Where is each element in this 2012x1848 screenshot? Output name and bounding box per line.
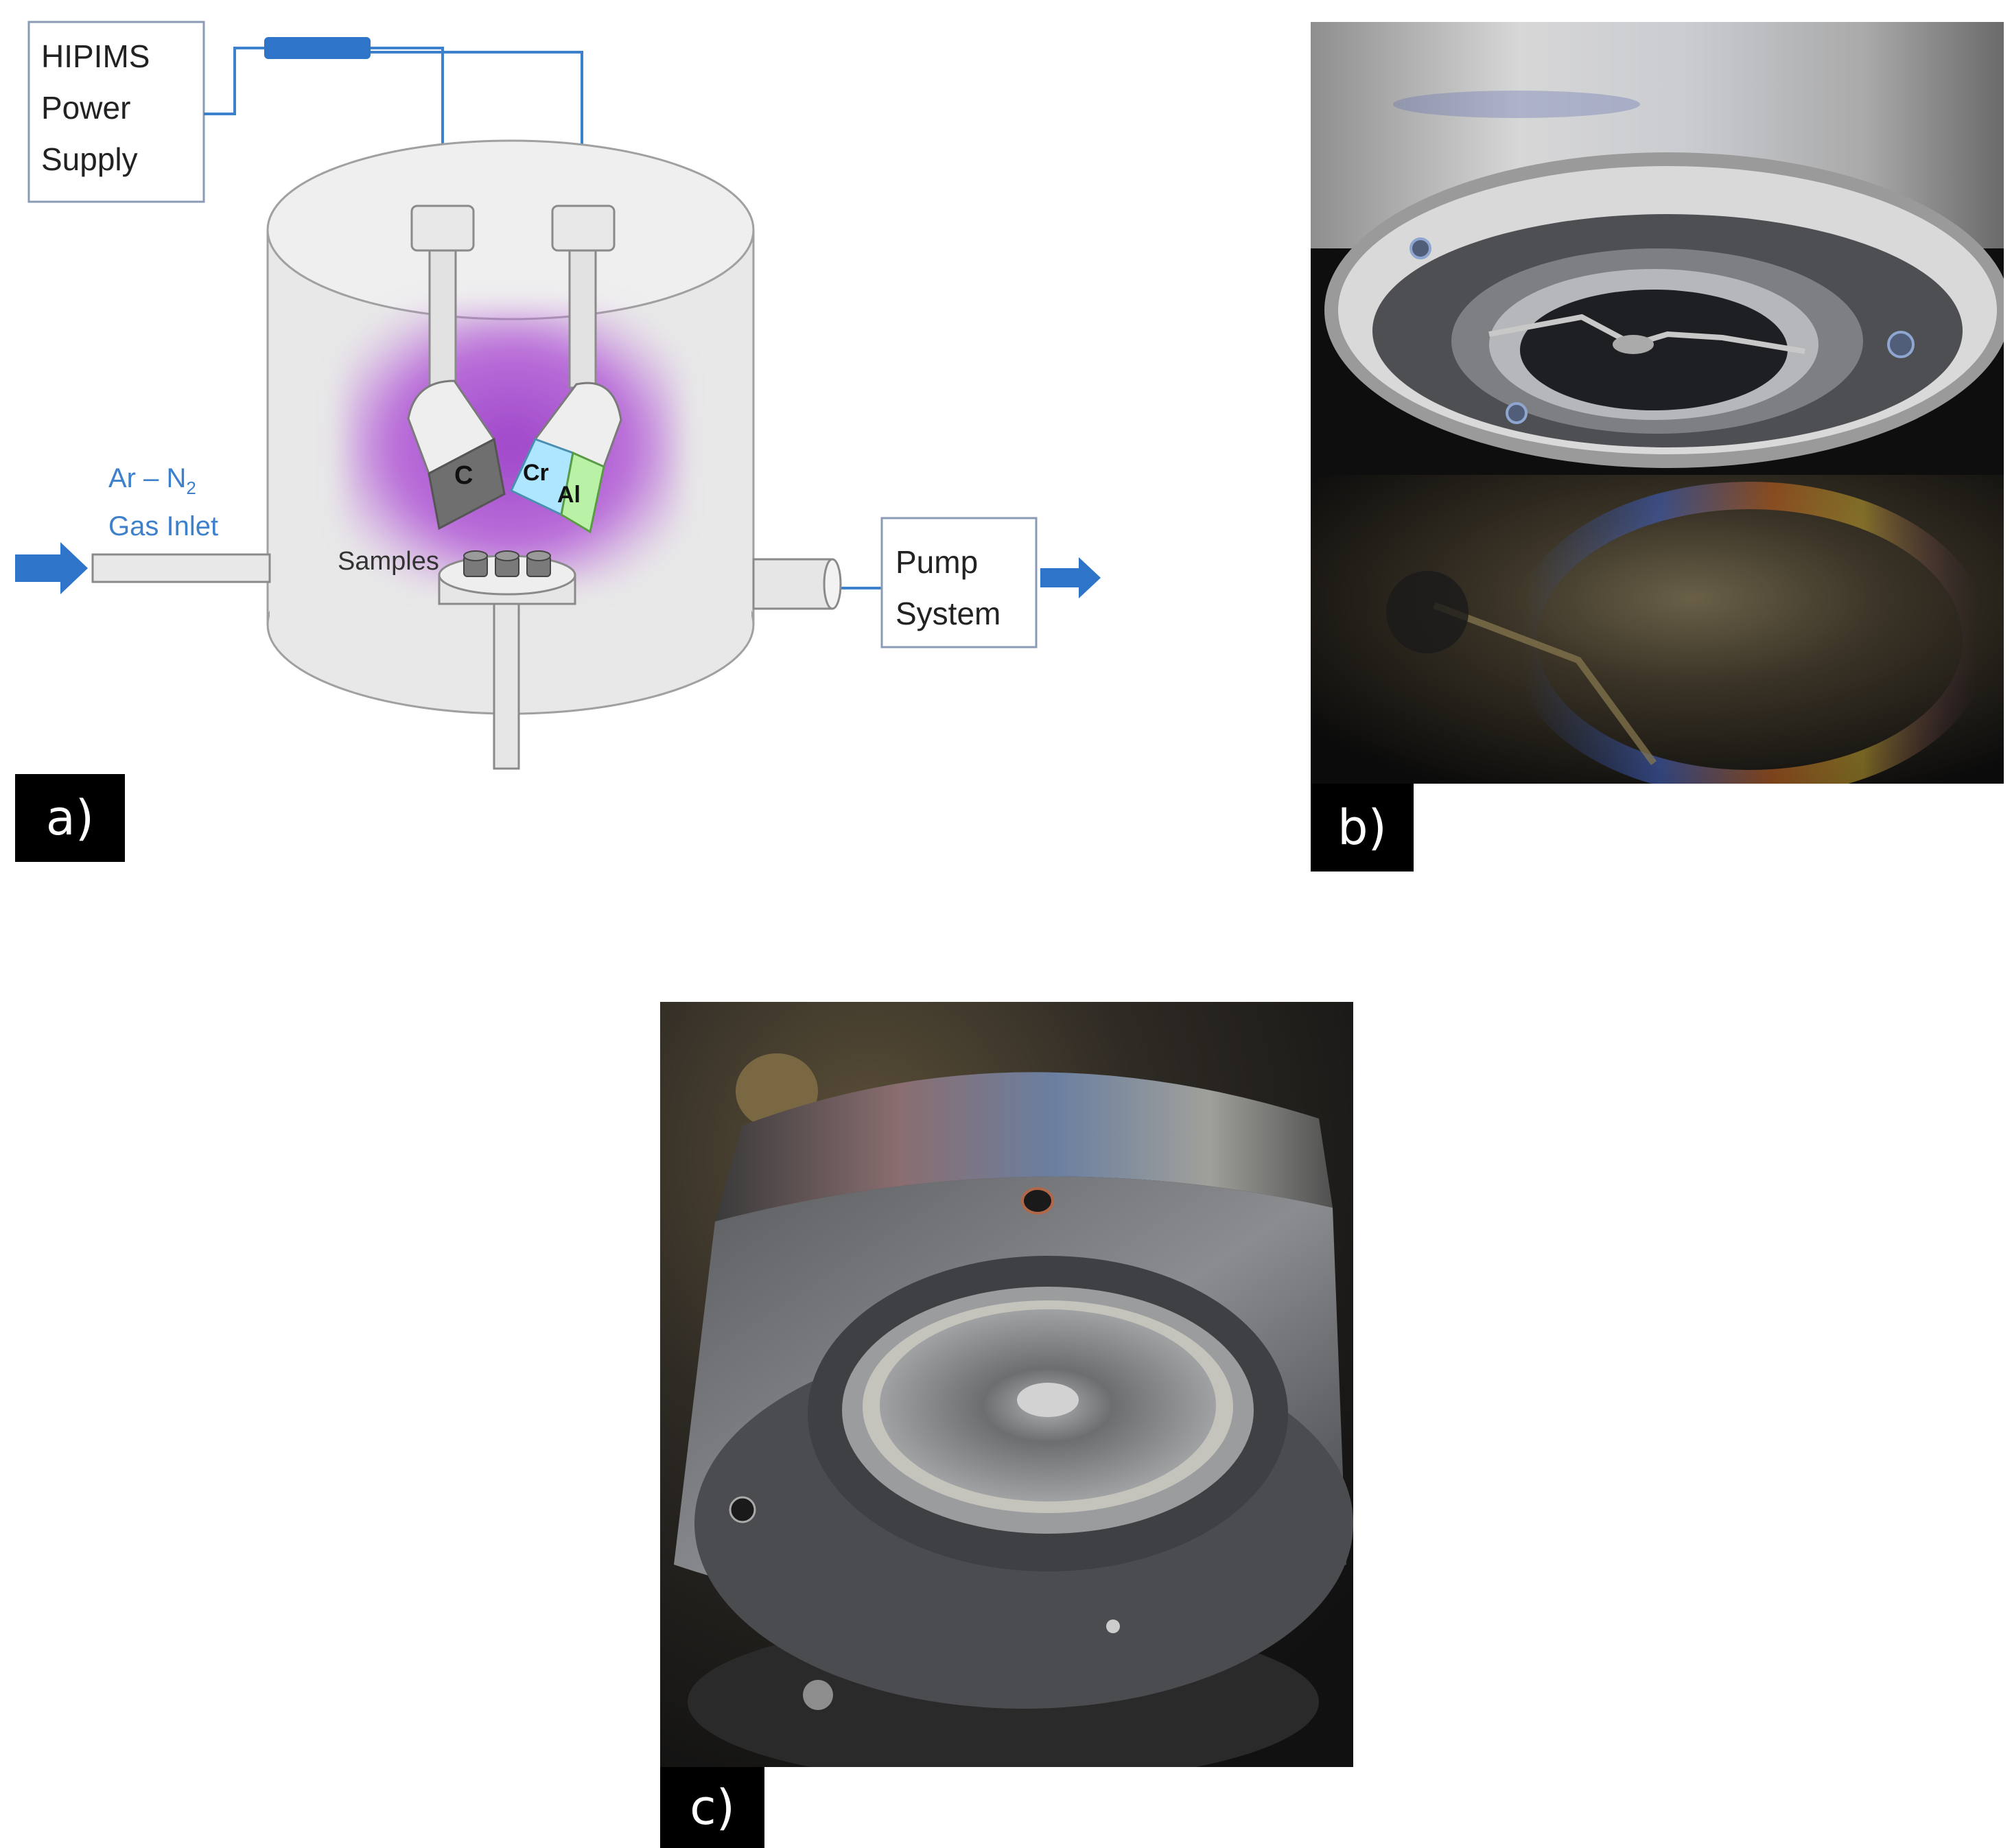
target-cr-label: Cr	[523, 460, 549, 486]
target-al-label: Al	[557, 482, 581, 508]
pump-line-2: System	[896, 596, 1001, 631]
pump-port	[752, 558, 842, 610]
cracked-target-photo	[1311, 22, 2004, 784]
gas-inlet: Ar – N2 Gas Inlet	[15, 463, 271, 594]
power-supply-line-2: Power	[41, 90, 130, 126]
sample-holder: Samples	[338, 547, 576, 770]
eroded-target-photo	[660, 1002, 1353, 1767]
sample-pucks	[463, 550, 551, 577]
outlet-arrow	[1040, 557, 1101, 598]
gas-inlet-line-2: Gas Inlet	[108, 511, 218, 541]
pump-system-box: Pump System	[880, 517, 1038, 648]
power-supply-box: HIPIMS Power Supply	[27, 21, 205, 203]
samples-label: Samples	[338, 547, 439, 576]
panel-c-label: c)	[660, 1767, 764, 1848]
target-c-label: C	[454, 461, 473, 490]
cable-connector	[264, 37, 371, 59]
pump-line-1: Pump	[896, 544, 978, 580]
power-supply-line-1: HIPIMS	[41, 38, 150, 74]
magnetron-right: Cr Al	[510, 204, 622, 534]
gas-inlet-line-1: Ar – N2	[108, 463, 196, 498]
plasma-glow	[343, 309, 679, 583]
panel-a-label: a)	[15, 774, 125, 862]
panel-b-label: b)	[1311, 784, 1414, 872]
power-supply-line-3: Supply	[41, 141, 138, 177]
magnetron-left: C	[407, 204, 506, 530]
hipims-schematic: HIPIMS Power Supply C Cr Al	[0, 0, 1139, 878]
